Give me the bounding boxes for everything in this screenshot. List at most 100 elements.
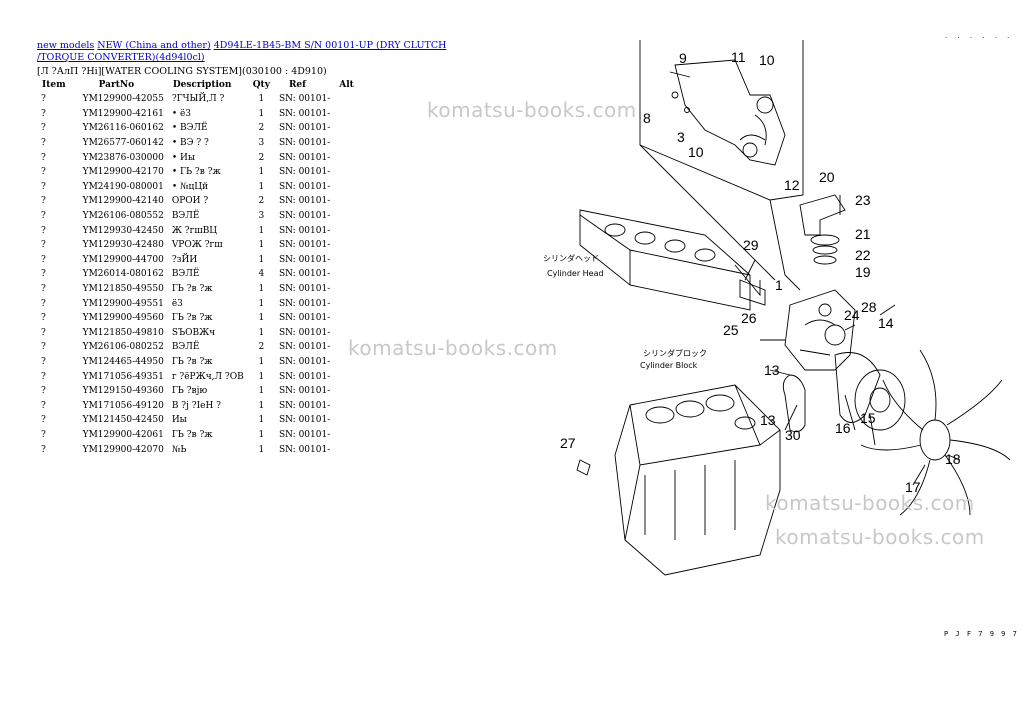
cell-item: ? [41,313,46,324]
cell-description: • Иы [171,152,195,163]
cell-item: ? [41,181,46,192]
cell-description: • ВЭ ? ? [171,138,209,149]
callout-18: 18 [945,451,961,467]
cell-partno: YM121850-49550 [82,284,164,295]
cell-qty: 1 [258,313,265,324]
cell-item: ? [41,269,46,280]
cell-description: ё3 [171,298,183,309]
cell-partno: YM124465-44950 [82,356,164,367]
callout-26: 26 [741,310,757,326]
cell-partno: YM129900-44700 [82,254,164,265]
cell-partno: YM129900-42055 [82,94,164,105]
cell-qty: 3 [258,211,265,222]
cell-partno: YM171056-49120 [82,400,164,411]
cell-partno: YM26116-060162 [82,123,164,134]
callout-23: 23 [855,192,871,208]
cell-partno: YM121850-49810 [82,327,164,338]
callout-3: 3 [677,129,685,145]
inset-frame [639,40,804,201]
callout-9: 9 [679,50,687,66]
cell-ref: SN: 00101- [278,211,331,222]
callout-22: 22 [855,247,871,263]
cell-alt [334,92,359,107]
cell-item: ? [41,371,46,382]
thermostat-cover-drawing [799,194,846,236]
cell-ref: SN: 00101- [278,298,331,309]
cylinder-block-label-jp: シリンダブロック [643,348,707,358]
cell-description: ?зЙИ [171,254,198,265]
cylinder-block-label-en: Cylinder Block [640,361,698,370]
cell-alt [334,282,359,297]
callout-20: 20 [819,169,835,185]
cell-alt [334,369,359,384]
cell-description: ВЭЛЁ [171,269,200,280]
cell-partno: YM26577-060142 [82,138,164,149]
callout-25: 25 [723,322,739,338]
cell-description: ВЭЛЁ [171,342,200,353]
cell-alt [334,398,359,413]
figure-code: P J F 7 9 9 7 [944,630,1019,638]
cell-partno: YM129900-49560 [82,313,164,324]
cell-qty: 1 [258,298,265,309]
cell-description: ГЬ ?в ?ж [171,313,213,324]
cell-ref: SN: 00101- [278,167,331,178]
cell-description: • ё3 [171,108,192,119]
breadcrumb-link-region[interactable]: NEW (China and other) [97,40,211,51]
cylinder-head-label-jp: シリンダヘッド [543,253,599,263]
cell-alt [334,311,359,326]
cell-partno: YM24190-080001 [82,181,164,192]
cell-qty: 2 [258,123,265,134]
breadcrumb-link-new-models[interactable]: new models [37,40,95,51]
cell-ref: SN: 00101- [278,108,331,119]
cell-ref: SN: 00101- [278,371,331,382]
callout-1: 1 [775,277,783,293]
cell-description: ГЬ ?вјю [171,386,208,397]
cell-description: ?ГЧЫЙ,Л ? [171,94,225,105]
cell-description: • ГЬ ?в ?ж [171,167,221,178]
cell-ref: SN: 00101- [278,225,331,236]
cell-partno: YM129150-49360 [82,386,164,397]
cell-item: ? [41,167,46,178]
cell-alt [334,107,359,122]
cell-partno: YM129930-42450 [82,225,164,236]
cell-item: ? [41,284,46,295]
cell-qty: 1 [258,181,265,192]
cell-partno: YM129900-42061 [82,429,164,440]
callout-15: 15 [860,410,876,426]
cell-partno: YM26014-080162 [82,269,164,280]
cell-qty: 1 [258,225,265,236]
cell-description: В ?ј ?ІеН ? [171,400,222,411]
cell-description: ГЬ ?в ?ж [171,356,213,367]
cell-item: ? [41,108,46,119]
callout-29: 29 [743,237,759,253]
callout-28: 28 [861,299,877,315]
cell-item: ? [41,123,46,134]
cell-item: ? [41,254,46,265]
cell-ref: SN: 00101- [278,342,331,353]
cylinder-block-drawing [614,384,781,576]
cell-qty: 1 [258,400,265,411]
cell-ref: SN: 00101- [278,94,331,105]
cell-partno: YM26106-080552 [82,211,164,222]
cell-description: Иы [171,415,187,426]
cell-alt [334,442,359,457]
cell-item: ? [41,429,46,440]
watermark-2: komatsu-books.com [348,336,558,360]
breadcrumb-link-model[interactable]: 4D94LE-1B45-BM S/N 00101-UP (DRY CLUTCH … [37,40,447,63]
cell-ref: SN: 00101- [278,356,331,367]
section-title: [Л ?АлП ?Ні][WATER COOLING SYSTEM](03010… [37,66,327,77]
cell-ref: SN: 00101- [278,269,331,280]
callout-10-lower: 10 [688,144,704,160]
cell-qty: 1 [258,371,265,382]
table-header-row: Item PartNo Description Qty Ref Alt [37,78,359,92]
parts-diagram: 9 11 10 8 3 10 12 20 23 21 22 19 29 1 28… [543,40,1011,576]
cell-alt [334,209,359,224]
cell-description: №Ь [171,444,187,455]
cell-alt [334,180,359,195]
cell-ref: SN: 00101- [278,444,331,455]
cylinder-head-drawing [579,209,751,311]
